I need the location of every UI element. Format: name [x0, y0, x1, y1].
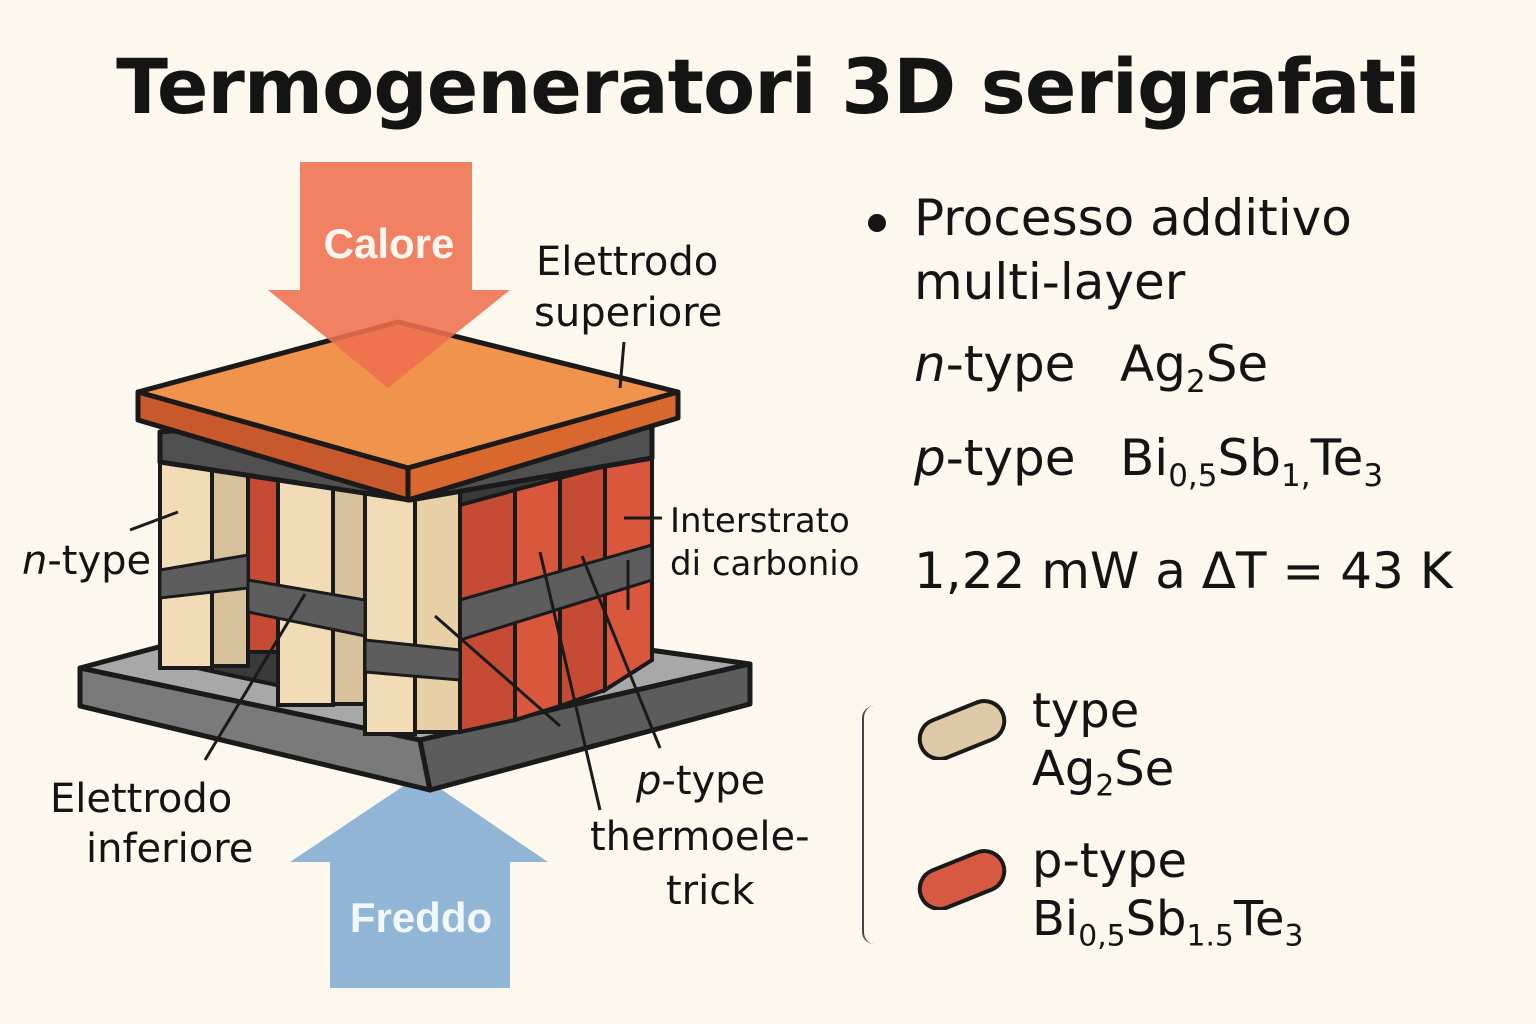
legend-p-el1: Bi	[1032, 891, 1079, 947]
heat-arrow	[268, 162, 510, 388]
legend-bracket	[862, 706, 874, 944]
p-type-label-rest: -type	[661, 758, 765, 804]
power-output: 1,22 mW a ΔT = 43 K	[914, 542, 1453, 600]
legend-p-type: p-type Bi0,5Sb1.5Te3	[1032, 832, 1303, 966]
legend-n-type: type Ag2Se	[1032, 682, 1174, 816]
n-material-prefix: n	[914, 335, 946, 393]
p-material-el1: Bi	[1120, 429, 1169, 487]
legend-p-sub2: 1.5	[1186, 918, 1234, 954]
p-material-sub3: 3	[1363, 458, 1384, 494]
interlayer-label-line2: di carbonio	[670, 544, 860, 584]
n-type-pellet-icon	[917, 699, 1007, 760]
p-material-el3: Te	[1310, 429, 1364, 487]
n-material-suffix: -type	[945, 335, 1076, 393]
cold-arrow	[290, 775, 548, 988]
top-electrode	[135, 319, 681, 503]
n-material-base: Ag	[1120, 335, 1186, 393]
p-material-el2: Sb	[1217, 429, 1281, 487]
p-type-label-line3: trick	[666, 868, 755, 914]
n-type-label-italic: n	[22, 538, 47, 584]
n-type-label: n-type	[22, 538, 151, 584]
legend-p-el2: Sb	[1125, 891, 1187, 947]
p-material-sub1: 0,5	[1168, 458, 1218, 494]
legend-p-line1: p-type	[1032, 833, 1188, 889]
bottom-electrode-label-line1: Elettrodo	[50, 776, 232, 822]
p-type-label: p-type	[635, 758, 765, 804]
p-type-label-italic: p	[635, 758, 661, 804]
top-electrode-label-line1: Elettrodo	[536, 239, 718, 285]
n-material-sub: 2	[1185, 364, 1206, 400]
p-type-label-line2: thermoele-	[590, 814, 810, 860]
p-material-prefix: p	[914, 429, 946, 487]
cold-label: Freddo	[350, 894, 492, 941]
legend-p-el3: Te	[1233, 891, 1285, 947]
n-material-tail: Se	[1205, 335, 1269, 393]
bottom-electrode-label-line2: inferiore	[86, 826, 253, 872]
legend-p-sub3: 3	[1284, 918, 1304, 954]
p-type-pellet-icon	[917, 849, 1007, 910]
legend-p-sub1: 0,5	[1078, 918, 1126, 954]
page-title: Termogeneratori 3D serigrafati	[116, 42, 1421, 131]
top-electrode-label-line2: superiore	[534, 290, 722, 336]
legend-n-sub: 2	[1095, 768, 1115, 804]
interlayer-label-line1: Interstrato	[670, 501, 850, 541]
heat-label: Calore	[324, 220, 455, 267]
legend-n-tail: Se	[1114, 741, 1175, 797]
bullet-line2: multi-layer	[914, 253, 1186, 311]
p-material-sub2: 1,	[1281, 458, 1311, 494]
bullet-line1: Processo additivo	[914, 189, 1352, 247]
bullet-dot-icon	[868, 214, 886, 232]
process-bullet: Processo additivo multi-layer	[868, 186, 1508, 314]
n-material-line: n-type Ag2Se	[914, 326, 1508, 420]
leader-lines	[129, 341, 662, 811]
legend-n-base: Ag	[1032, 741, 1096, 797]
p-material-line: p-type Bi0,5Sb1,Te3	[914, 420, 1508, 514]
p-material-suffix: -type	[945, 429, 1076, 487]
n-type-label-rest: -type	[47, 538, 151, 584]
legend-n-line1: type	[1032, 683, 1140, 739]
